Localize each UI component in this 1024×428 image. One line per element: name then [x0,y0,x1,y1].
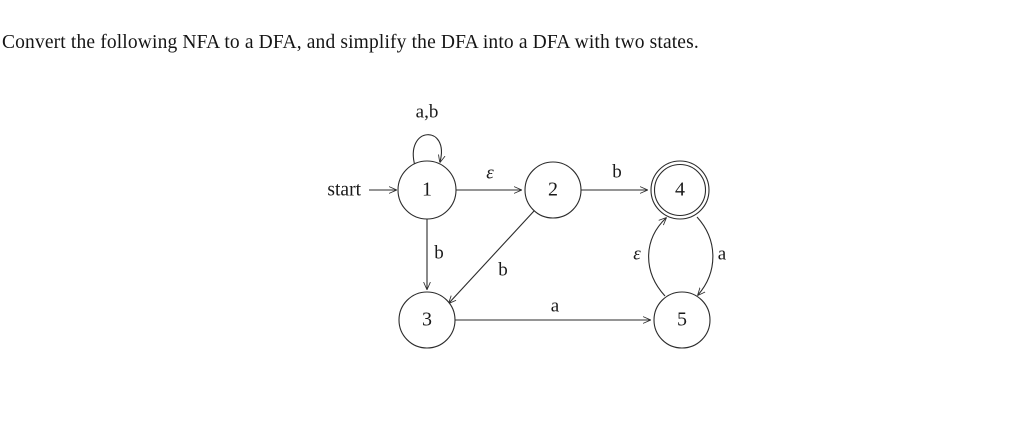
state-label-4: 4 [675,179,685,201]
transition-5-to-4: ε [633,218,666,297]
transition-1-to-1: a,b [412,101,441,167]
state-node-5[interactable]: 5 [653,291,711,349]
edge-path-2-3 [449,210,535,303]
transition-1-to-2: ε [456,162,521,190]
state-circle-5 [653,291,711,349]
transition-2-to-4: b [581,161,647,190]
state-node-3[interactable]: 3 [398,291,456,349]
self-loop-path-1 [412,134,441,167]
edge-label-5-4: ε [633,243,641,264]
state-label-1: 1 [422,179,432,201]
transition-4-to-5: a [696,216,727,295]
state-node-4[interactable]: 4 [650,160,710,220]
state-label-3: 3 [422,309,432,331]
edge-label-2-3: b [498,259,508,280]
start-arrow-group: start [327,179,396,200]
transition-3-to-5: a [455,295,650,320]
state-circle-2 [524,161,582,219]
state-label-2: 2 [548,179,558,201]
state-circle-3 [398,291,456,349]
state-label-5: 5 [677,309,687,331]
start-label: start [327,179,361,200]
state-node-1[interactable]: 1 [397,160,457,220]
edge-label-4-5: a [718,243,727,264]
edge-path-4-5 [696,216,714,295]
page-title: Convert the following NFA to a DFA, and … [2,32,699,53]
transition-2-to-3: b [449,210,535,303]
edge-path-5-4 [648,218,666,297]
state-node-2[interactable]: 2 [524,161,582,219]
edge-label-1-3: b [434,242,444,263]
state-circle-4-inner-accepting [653,163,707,217]
edge-label-1-2: ε [486,162,494,183]
edge-label-2-4: b [612,161,622,182]
state-circle-1 [397,160,457,220]
edge-label-1-1: a,b [416,101,439,122]
edge-label-3-5: a [551,295,560,316]
transition-1-to-3: b [427,219,444,289]
